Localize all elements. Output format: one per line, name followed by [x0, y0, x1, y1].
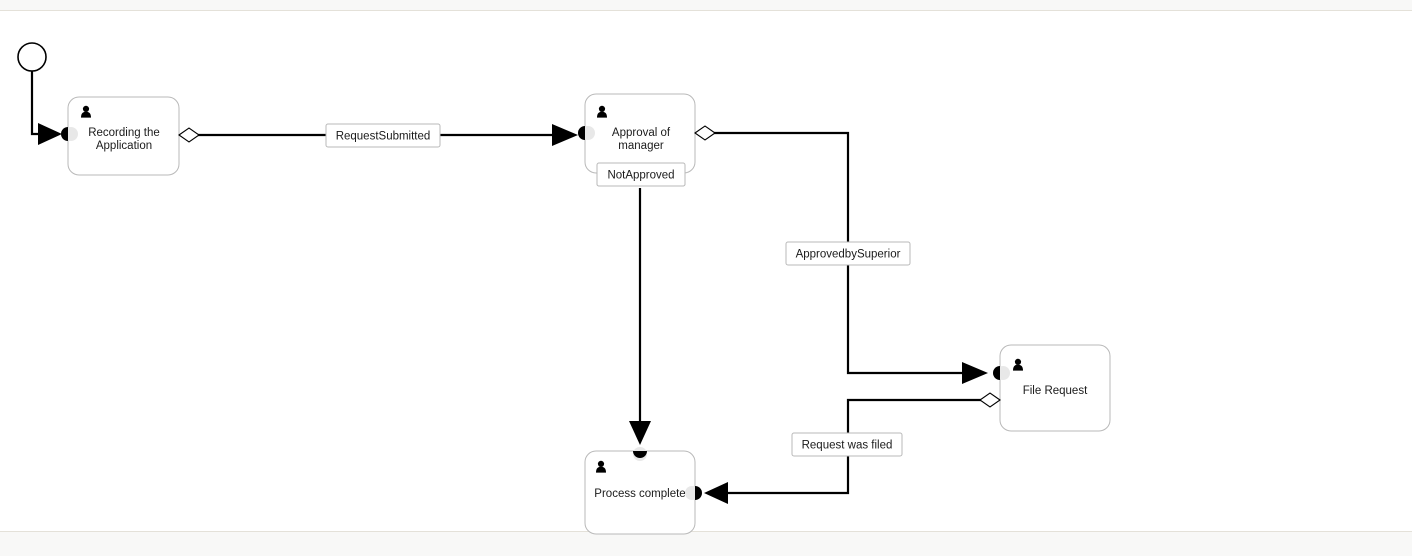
node-recording-the-application[interactable]: Recording the Application	[61, 96, 200, 176]
input-port-left[interactable]	[61, 127, 68, 141]
node-process-complete[interactable]: Process complete	[584, 447, 702, 535]
edge-label-box[interactable]	[596, 162, 686, 187]
edge-label-request-submitted: RequestSubmitted	[336, 131, 431, 143]
node-approval-of-manager[interactable]: Approval of manager	[578, 93, 716, 184]
edge-label-approved-by-superior: ApprovedbySuperior	[796, 249, 901, 261]
top-toolbar-strip	[0, 0, 1412, 11]
arrow-head-icon	[704, 482, 728, 504]
input-port-left[interactable]	[993, 366, 1000, 380]
arrow-head-icon	[552, 124, 578, 146]
input-port-top[interactable]	[633, 451, 647, 458]
edge-label-box[interactable]	[791, 432, 903, 457]
node-label-line2: manager	[618, 140, 664, 152]
start-event-node[interactable]	[17, 42, 47, 72]
bottom-status-strip	[0, 531, 1412, 556]
start-event-icon	[17, 42, 47, 72]
edge-label-not-approved-text: NotApproved	[607, 170, 674, 182]
output-port-right[interactable]	[178, 127, 200, 143]
node-label-line1: Approval of	[612, 127, 671, 139]
edge-label-box[interactable]	[785, 241, 911, 266]
edge-label-request-was-filed: Request was filed	[802, 440, 893, 452]
edge-label-not-approved-overlay[interactable]: NotApproved	[596, 162, 686, 187]
arrow-head-icon	[629, 421, 651, 445]
edge-start-to-recording[interactable]	[30, 71, 62, 145]
node-label-line1: Process complete	[594, 488, 685, 500]
output-port-right[interactable]	[694, 125, 716, 141]
node-label-line1: Recording the	[88, 127, 160, 139]
arrow-head-icon	[38, 123, 62, 145]
node-body[interactable]	[999, 344, 1111, 432]
node-file-request[interactable]: File Request	[979, 344, 1111, 432]
node-label-line2: Application	[96, 140, 152, 152]
edge-label-box[interactable]	[325, 123, 441, 148]
edge-recording-to-approval[interactable]: RequestSubmitted	[196, 123, 578, 148]
output-port-left[interactable]	[979, 392, 1001, 408]
edge-approval-to-process-complete[interactable]: NotApproved	[596, 162, 686, 445]
arrow-head-icon	[962, 362, 988, 384]
input-port-left[interactable]	[578, 126, 585, 140]
edge-approval-to-file-request[interactable]: ApprovedbySuperior	[713, 131, 988, 384]
edge-file-request-to-process-complete[interactable]: Request was filed	[704, 398, 984, 504]
input-port-right[interactable]	[695, 486, 702, 500]
node-label-line1: File Request	[1023, 385, 1088, 397]
